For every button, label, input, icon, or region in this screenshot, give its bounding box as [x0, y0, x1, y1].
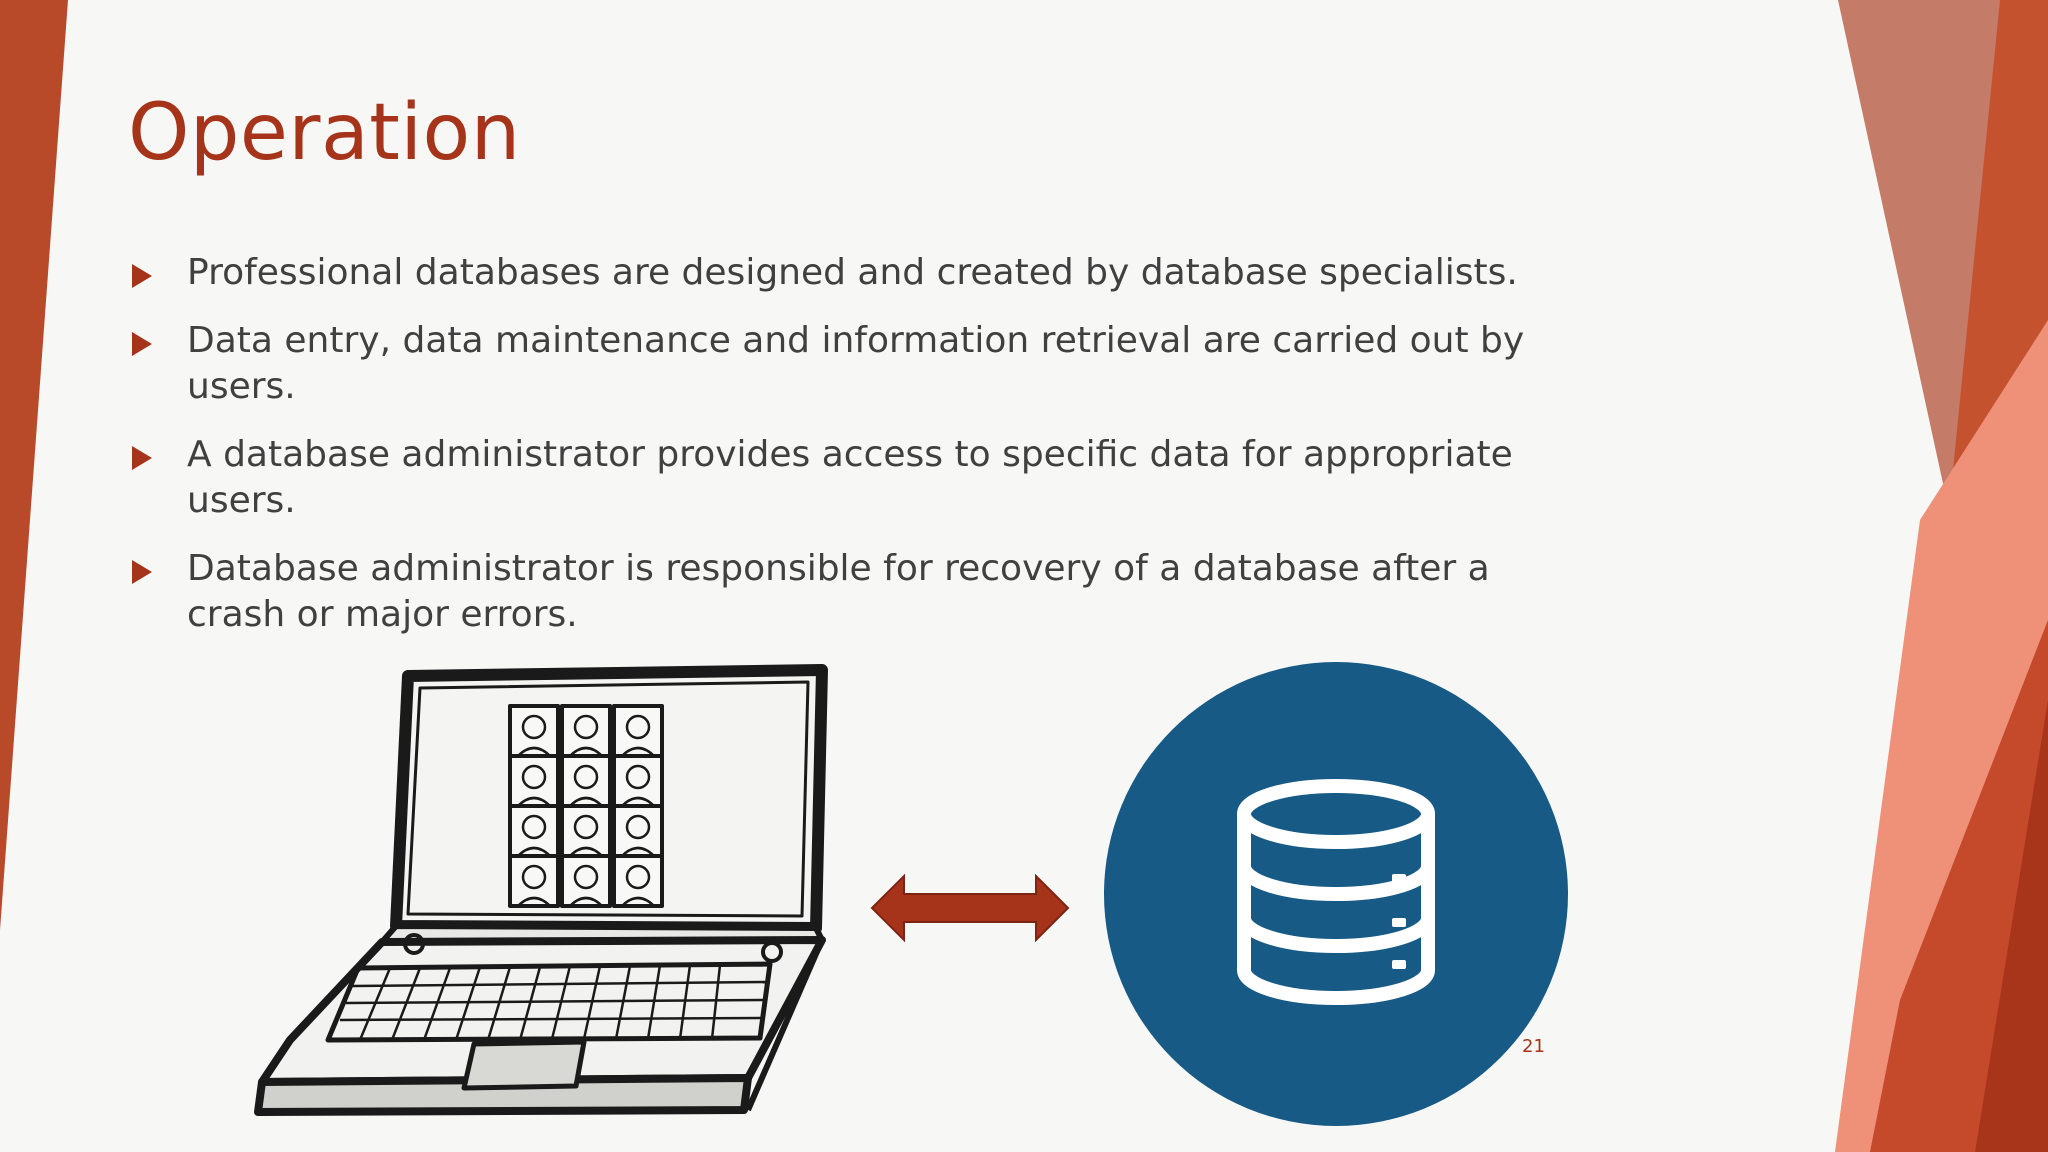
- triangle-bullet-icon: [132, 332, 152, 356]
- bullet-text: Data entry, data maintenance and informa…: [187, 320, 1525, 407]
- double-arrow-icon: [870, 873, 1070, 943]
- triangle-bullet-icon: [132, 264, 152, 288]
- slide-title: Operation: [128, 88, 521, 178]
- left-accent-bar: [0, 0, 68, 930]
- laptop-with-user-grid-icon: [254, 664, 828, 1116]
- bullet-item: Database administrator is responsible fo…: [128, 546, 1568, 638]
- bullet-item: Data entry, data maintenance and informa…: [128, 318, 1568, 410]
- triangle-bullet-icon: [132, 446, 152, 470]
- database-icon: [1104, 662, 1568, 1126]
- right-accent-shape-5: [1975, 700, 2048, 1152]
- bullet-list: Professional databases are designed and …: [128, 250, 1568, 660]
- bullet-text: Database administrator is responsible fo…: [187, 548, 1490, 635]
- bullet-item: Professional databases are designed and …: [128, 250, 1568, 296]
- bullet-text: A database administrator provides access…: [187, 434, 1513, 521]
- bullet-item: A database administrator provides access…: [128, 432, 1568, 524]
- page-number: 21: [1522, 1036, 1545, 1057]
- bullet-text: Professional databases are designed and …: [187, 252, 1518, 293]
- triangle-bullet-icon: [132, 560, 152, 584]
